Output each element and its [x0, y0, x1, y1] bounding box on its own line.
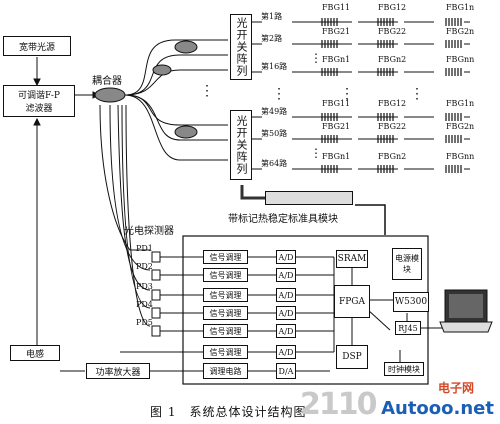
ad-box: A/D	[276, 288, 296, 302]
ad-box: A/D	[276, 306, 296, 320]
optical-switch-array-1: 光开关阵列	[230, 14, 252, 80]
signal-conditioning-box: 信号调理	[203, 324, 248, 338]
thermal-to-controller	[355, 204, 386, 235]
pd-boxes	[151, 251, 161, 337]
conditioning-circuit-box: 调理电路	[203, 363, 248, 379]
fbg-label: FBG1n	[446, 99, 475, 108]
fiber-bottom-b	[124, 94, 228, 141]
fiber-bottom-c	[124, 94, 228, 161]
fbg-label: FBG12	[378, 99, 407, 108]
fiber-top	[124, 39, 228, 96]
fbg-label: FBG2n	[446, 122, 475, 131]
coupler-label: 耦合器	[92, 76, 122, 87]
coupler-ellipses	[94, 40, 198, 139]
ellipsis-mark: ⋮	[272, 86, 286, 102]
fbg-label: FBG21	[322, 122, 351, 131]
clock-module-box: 时钟模块	[384, 362, 424, 376]
fiber-to-pd-4	[121, 104, 151, 309]
channel-label: 第50路	[261, 129, 288, 138]
signal-conditioning-box: 信号调理	[203, 306, 248, 320]
fbg-label: FBGn1	[322, 55, 351, 64]
fbg-label: FBG2n	[446, 27, 475, 36]
da-box: D/A	[276, 363, 296, 379]
signal-conditioning-box: 信号调理	[203, 288, 248, 302]
switch-to-thermal-fiber	[240, 185, 265, 200]
tunable-filter-label-2: 滤波器	[25, 104, 53, 114]
pd-label: PD1	[136, 244, 153, 253]
channel-label: 第1路	[261, 12, 283, 21]
figure-caption: 图 1 系统总体设计结构图	[150, 405, 307, 419]
fbg-label: FBGn1	[322, 152, 351, 161]
fiber-to-pd-5	[125, 104, 151, 327]
channel-label: 第64路	[261, 159, 288, 168]
ad-box: A/D	[276, 345, 296, 359]
optical-switch-array-2: 光开关阵列	[230, 110, 252, 180]
fbg-label: FBG12	[378, 3, 407, 12]
thermal-module-box	[265, 191, 353, 205]
fbg-label: FBG22	[378, 122, 407, 131]
fpga-box: FPGA	[334, 285, 370, 318]
inductor-box: 电感	[10, 345, 60, 361]
fiber-top-b	[124, 54, 228, 96]
ellipsis-mark: ⋮	[340, 86, 354, 102]
w5300-box: W5300	[393, 292, 429, 312]
watermark-domain: Autooo.net	[381, 398, 494, 419]
tunable-filter-box: 可调谐F-P 滤波器	[3, 85, 75, 117]
watermark-number: 2110	[300, 387, 377, 422]
watermark: 2110 Autooo.net 电子网	[300, 381, 494, 422]
ellipsis-mark: ⋮	[410, 86, 424, 102]
fbg-label: FBG11	[322, 3, 351, 12]
channel-label: 第2路	[261, 34, 283, 43]
fbg-label: FBG1n	[446, 3, 475, 12]
fiber-mid	[124, 69, 228, 96]
fbg-label: FBG22	[378, 27, 407, 36]
ad-box: A/D	[276, 268, 296, 282]
ellipsis-mark: ⋮	[310, 51, 322, 65]
pd-label: PD5	[136, 318, 153, 327]
fbg-label: FBGn2	[378, 152, 407, 161]
dsp-box: DSP	[336, 345, 368, 369]
signal-conditioning-box: 信号调理	[203, 250, 248, 264]
thermal-module-label: 带标记热稳定标准具模块	[228, 214, 338, 225]
ad-box: A/D	[276, 324, 296, 338]
ellipsis-mark: ⋮	[310, 146, 322, 160]
signal-conditioning-box: 信号调理	[203, 345, 248, 359]
watermark-chinese: 电子网	[437, 381, 474, 395]
channel-label: 第16路	[261, 62, 288, 71]
power-amplifier-box: 功率放大器	[86, 363, 150, 379]
sram-box: SRAM	[336, 250, 368, 268]
tunable-filter-label-1: 可调谐F-P	[18, 91, 60, 101]
fiber-to-pd-3	[117, 104, 151, 291]
pd-label: PD4	[136, 300, 153, 309]
pd-label: PD3	[136, 282, 153, 291]
fbg-label: FBGnn	[446, 152, 475, 161]
ellipsis-mark: ⋮	[200, 83, 214, 99]
fbg-label: FBG11	[322, 99, 351, 108]
broadband-source-box: 宽带光源	[3, 36, 71, 56]
power-module-box: 电源模块	[392, 248, 422, 280]
pd-label: PD2	[136, 262, 153, 271]
rj45-box: RJ45	[395, 321, 421, 335]
fiber-to-pd-2	[109, 104, 151, 271]
fiber-bottom	[124, 94, 228, 126]
fbg-label: FBGnn	[446, 55, 475, 64]
fbg-gratings	[321, 18, 462, 173]
fbg-label: FBGn2	[378, 55, 407, 64]
fbg-label: FBG21	[322, 27, 351, 36]
photodetector-label: 光电探测器	[124, 226, 174, 237]
ad-box: A/D	[276, 250, 296, 264]
computer-icon	[439, 289, 493, 333]
signal-conditioning-box: 信号调理	[203, 268, 248, 282]
channel-label: 第49路	[261, 107, 288, 116]
